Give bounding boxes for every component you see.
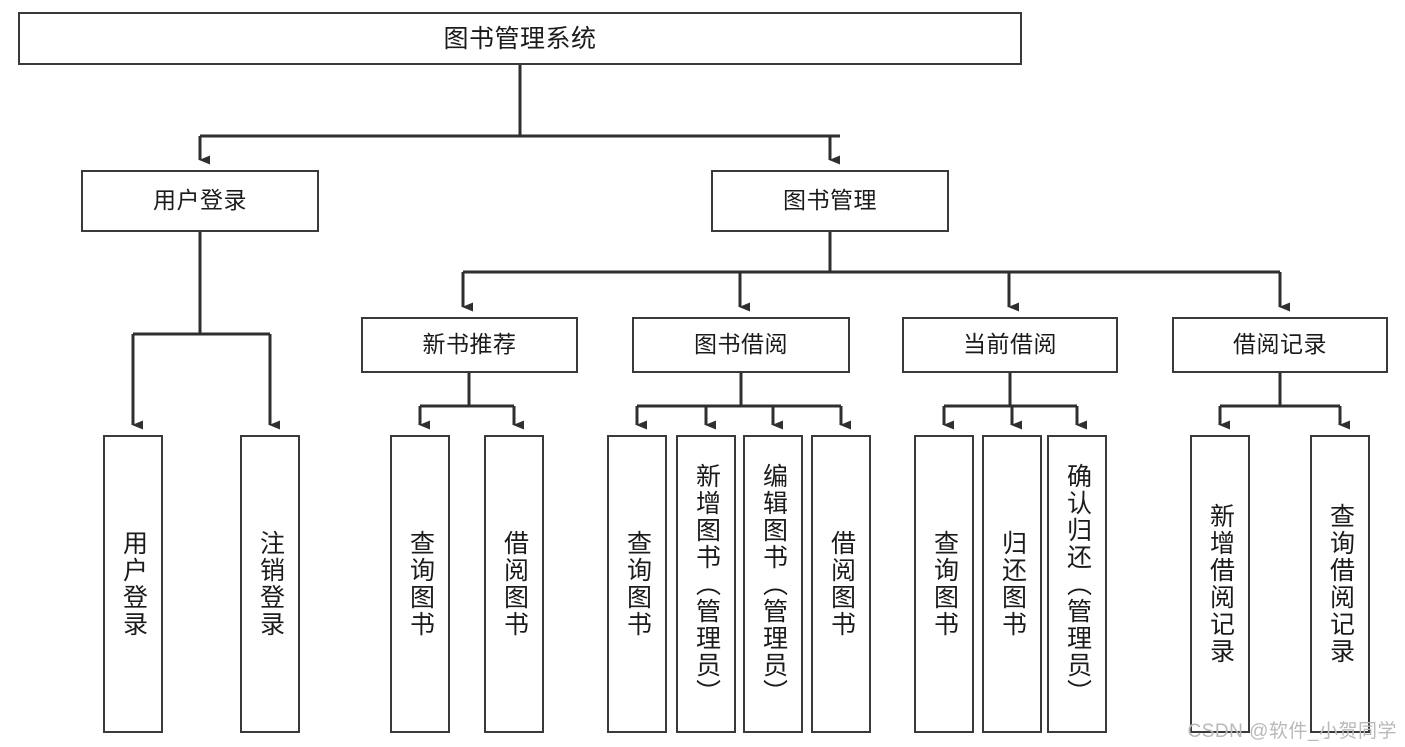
node-label: 借阅记录 [1233,331,1327,358]
node-label: 编辑图书（管理员） [759,462,788,706]
node-label: 查询图书 [406,530,435,638]
leaf-current-confirm-return-admin[interactable]: 确认归还（管理员） [1047,435,1107,733]
node-label: 新书推荐 [422,331,517,358]
node-label: 查询图书 [623,530,652,638]
node-label: 图书管理系统 [443,24,597,53]
node-label: 当前借阅 [963,331,1057,358]
node-label: 确认归还（管理员） [1063,462,1092,706]
watermark: CSDN @软件_小贺同学 [1187,721,1397,742]
leaf-borrow-edit-book-admin[interactable]: 编辑图书（管理员） [743,435,803,733]
node-book-management[interactable]: 图书管理 [711,170,949,232]
node-label: 查询图书 [930,530,959,638]
leaf-record-query-record[interactable]: 查询借阅记录 [1310,435,1370,733]
node-new-book-recommend[interactable]: 新书推荐 [361,317,578,373]
leaf-record-add-record[interactable]: 新增借阅记录 [1190,435,1250,733]
node-label: 用户登录 [119,530,148,638]
node-current-borrow[interactable]: 当前借阅 [902,317,1118,373]
leaf-borrow-query-book[interactable]: 查询图书 [607,435,667,733]
leaf-user-login-logout[interactable]: 注销登录 [240,435,300,733]
leaf-user-login-login[interactable]: 用户登录 [103,435,163,733]
node-label: 图书借阅 [694,331,788,358]
node-label: 归还图书 [998,530,1027,638]
node-root-system[interactable]: 图书管理系统 [18,12,1022,65]
node-label: 查询借阅记录 [1326,503,1355,665]
leaf-borrow-add-book-admin[interactable]: 新增图书（管理员） [676,435,736,733]
node-label: 新增借阅记录 [1206,503,1235,665]
node-book-borrow[interactable]: 图书借阅 [632,317,850,373]
node-label: 用户登录 [153,187,247,214]
leaf-current-query-book[interactable]: 查询图书 [914,435,974,733]
node-label: 图书管理 [783,187,877,214]
node-borrow-record[interactable]: 借阅记录 [1172,317,1388,373]
leaf-current-return-book[interactable]: 归还图书 [982,435,1042,733]
leaf-recommend-borrow-book[interactable]: 借阅图书 [484,435,544,733]
node-label: 注销登录 [256,530,285,638]
leaf-recommend-query-book[interactable]: 查询图书 [390,435,450,733]
leaf-borrow-borrow-book[interactable]: 借阅图书 [811,435,871,733]
node-label: 借阅图书 [827,530,856,638]
node-user-login[interactable]: 用户登录 [81,170,319,232]
node-label: 新增图书（管理员） [692,462,721,706]
node-label: 借阅图书 [500,530,529,638]
